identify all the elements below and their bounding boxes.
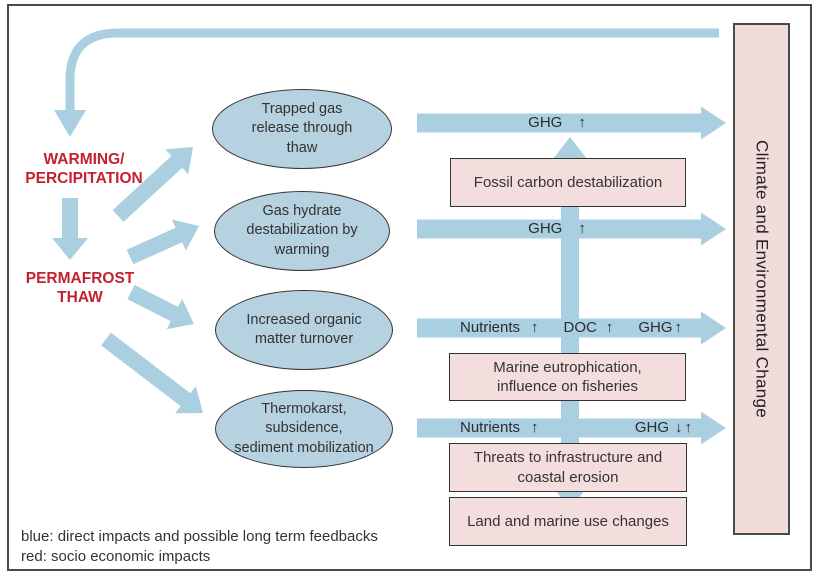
permafrost-thaw-label: PERMAFROST THAW <box>25 270 135 306</box>
flow-arrow-2 <box>417 212 726 246</box>
up-arrow-icon: ↑ <box>578 114 586 131</box>
legend: blue: direct impacts and possible long t… <box>21 527 378 567</box>
legend-red-line: red: socio economic impacts <box>21 548 211 565</box>
flow-text: Nutrients <box>460 319 521 336</box>
diagram-frame <box>7 4 812 571</box>
down-up-arrow-icon: ↓↑ <box>675 419 694 436</box>
flow-label-ghg-1: GHG ↑ <box>432 112 682 134</box>
flow-text: DOC <box>563 319 597 336</box>
impact-box-fossil-carbon: Fossil carbon destabilization <box>450 158 686 207</box>
up-arrow-icon: ↑ <box>674 319 682 336</box>
legend-blue-line: blue: direct impacts and possible long t… <box>21 528 378 545</box>
flow-text: GHG <box>528 220 563 237</box>
warming-to-permafrost-arrow <box>52 198 88 260</box>
flow-label-nutrients-doc-ghg: Nutrients↑ DOC↑ GHG↑ <box>460 317 682 339</box>
process-ellipse-thermokarst: Thermokarst, subsidence, sediment mobili… <box>215 390 393 468</box>
flow-label-nutrients-ghg: Nutrients ↑ GHG ↓↑ <box>460 417 694 439</box>
outcome-label: Climate and Environmental Change <box>752 140 772 418</box>
impact-box-infrastructure-threats: Threats to infrastructure and coastal er… <box>449 443 687 492</box>
up-arrow-icon: ↑ <box>531 319 539 336</box>
flow-label-ghg-2: GHG ↑ <box>432 218 682 240</box>
process-ellipse-organic-matter: Increased organic matter turnover <box>215 290 393 370</box>
up-arrow-icon: ↑ <box>578 220 586 237</box>
warming-precipitation-label: WARMING/ PERCIPITATION <box>25 151 143 187</box>
flow-text: GHG <box>528 114 563 131</box>
feedback-arrow <box>54 28 719 137</box>
diagonal-arrow-1 <box>112 147 193 222</box>
flow-text: GHG <box>634 419 669 436</box>
flow-text: Nutrients <box>460 419 521 436</box>
impact-box-marine-eutrophication: Marine eutrophication, influence on fish… <box>449 353 686 401</box>
diagonal-arrow-3 <box>127 284 194 330</box>
process-ellipse-trapped-gas: Trapped gas release through thaw <box>212 89 392 169</box>
flow-arrow-4 <box>417 411 726 445</box>
impact-box-land-marine-use: Land and marine use changes <box>449 497 687 546</box>
diagonal-arrow-2 <box>126 219 199 265</box>
up-arrow-icon: ↑ <box>605 319 614 336</box>
flow-text: GHG <box>638 319 673 336</box>
flow-arrow-1 <box>417 106 726 140</box>
outcome-box-climate-change: Climate and Environmental Change <box>733 23 790 535</box>
diagonal-arrow-4 <box>101 332 203 414</box>
flow-arrow-3 <box>417 311 726 345</box>
process-ellipse-gas-hydrate: Gas hydrate destabilization by warming <box>214 191 390 271</box>
up-arrow-icon: ↑ <box>531 419 539 436</box>
